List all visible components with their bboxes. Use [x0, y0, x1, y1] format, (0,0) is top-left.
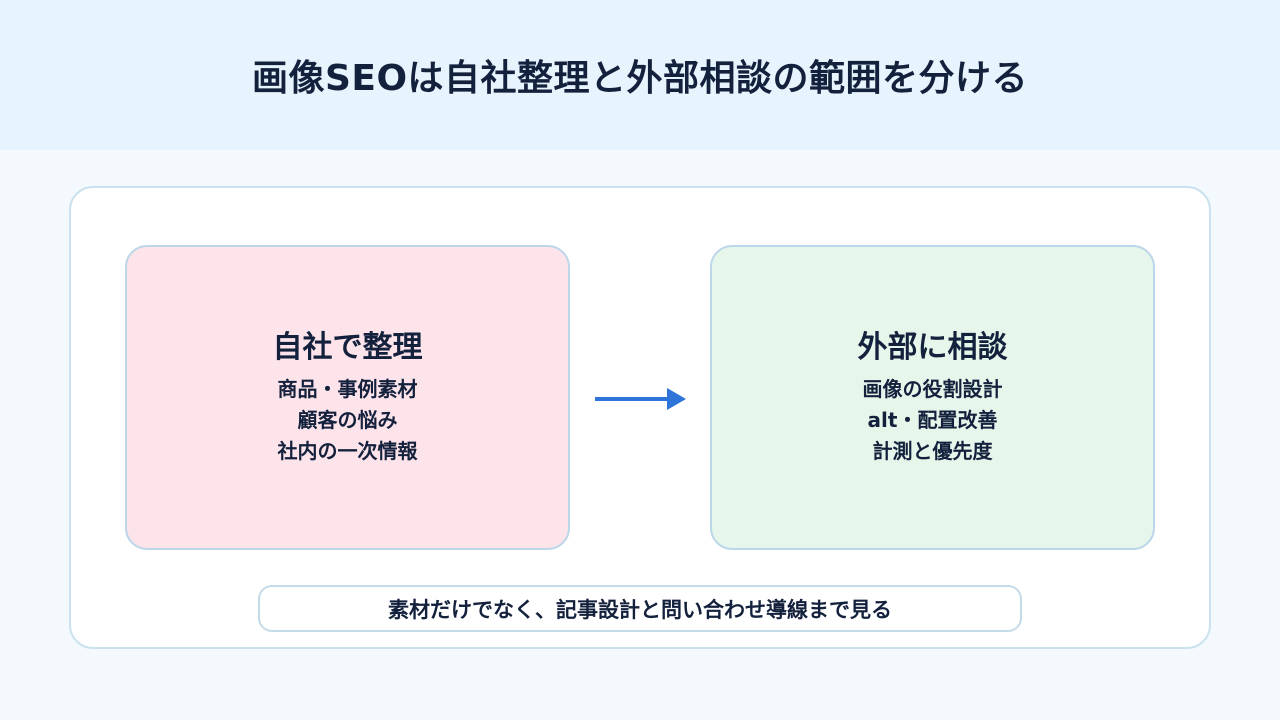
external-item: alt・配置改善: [867, 408, 998, 432]
in-house-card: 自社で整理 商品・事例素材 顧客の悩み 社内の一次情報: [125, 245, 570, 550]
external-card-title: 外部に相談: [857, 330, 1008, 365]
arrow-right-icon: [595, 388, 686, 410]
in-house-item: 顧客の悩み: [297, 408, 398, 432]
in-house-item: 社内の一次情報: [277, 439, 418, 463]
in-house-item: 商品・事例素材: [277, 377, 418, 401]
page-title: 画像SEOは自社整理と外部相談の範囲を分ける: [251, 58, 1029, 99]
arrow-head: [667, 388, 686, 410]
in-house-card-title: 自社で整理: [272, 330, 423, 365]
summary-note: 素材だけでなく、記事設計と問い合わせ導線まで見る: [258, 585, 1022, 632]
header-band: 画像SEOは自社整理と外部相談の範囲を分ける: [0, 0, 1280, 150]
external-item: 画像の役割設計: [862, 377, 1003, 401]
external-card: 外部に相談 画像の役割設計 alt・配置改善 計測と優先度: [710, 245, 1155, 550]
external-item: 計測と優先度: [872, 439, 993, 463]
